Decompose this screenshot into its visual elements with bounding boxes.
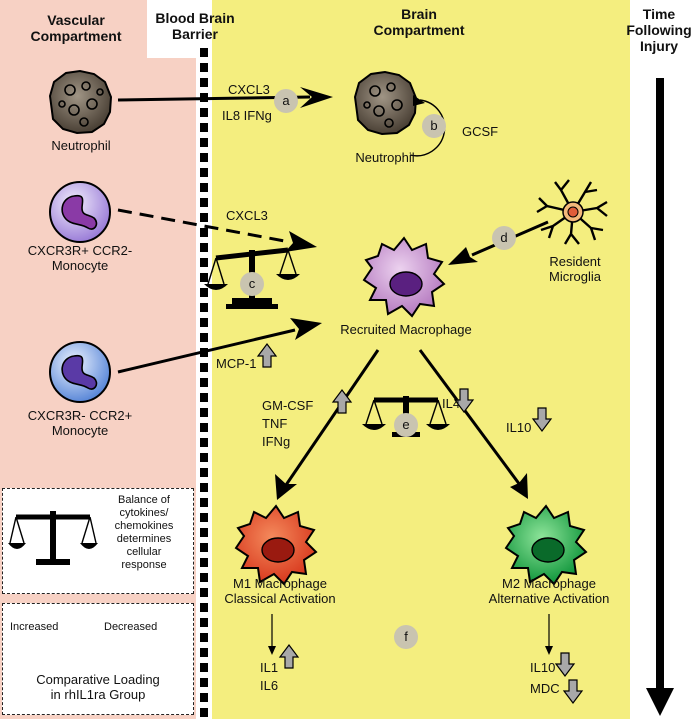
m1-macrophage-label: M1 Macrophage Classical Activation xyxy=(224,576,336,606)
arrow-monocyte2-to-macrophage xyxy=(117,328,296,374)
blood-brain-barrier-header: Blood Brain Barrier xyxy=(155,10,235,42)
recruited-macrophage-icon xyxy=(362,236,446,318)
m2-macrophage-label: M2 Macrophage Alternative Activation xyxy=(488,576,610,606)
marker-d-label: d xyxy=(500,230,508,245)
marker-e-circle xyxy=(394,413,418,437)
m2-macrophage-icon xyxy=(504,504,588,586)
legend-balance-text: Balance of cytokines/ chemokines determi… xyxy=(114,494,174,571)
up-arrow-gmcsf xyxy=(331,389,353,414)
legend-loading-label: Comparative Loading in rhIL1ra Group xyxy=(36,672,160,702)
gmcsf-label: GM-CSF xyxy=(262,398,314,413)
arrow-monocyte1-dashed xyxy=(117,208,291,244)
arrow-m2-output-head xyxy=(545,646,553,655)
marker-d-circle xyxy=(492,226,516,250)
arrow-monocyte2-head xyxy=(290,318,322,340)
vascular-header-bg xyxy=(0,0,147,58)
neutrophil-brain-icon xyxy=(353,70,418,136)
cxcl3-mid-label: CXCL3 xyxy=(226,208,268,223)
down-arrow-il10-bottom xyxy=(554,652,576,677)
legend-balance-box xyxy=(2,488,194,594)
marker-e-label: e xyxy=(402,417,410,432)
arrow-to-m1 xyxy=(284,349,380,486)
down-arrow-il4 xyxy=(453,388,475,413)
gcsf-label: GCSF xyxy=(462,124,499,139)
monocyte2-icon xyxy=(49,341,111,403)
mdc-label: MDC xyxy=(530,681,560,696)
il8-ifng-label: IL8 IFNg xyxy=(222,108,272,123)
legend-arrows-box xyxy=(2,603,194,715)
arrow-monocyte1-head xyxy=(285,231,317,252)
vascular-compartment-header: Vascular Compartment xyxy=(30,12,122,44)
arrow-m1-output-head xyxy=(268,646,276,655)
recruited-macrophage-label: Recruited Macrophage xyxy=(340,322,472,337)
legend-balance-scale-icon xyxy=(8,511,98,565)
il10-bottom-label: IL10 xyxy=(530,660,556,675)
marker-c-label: c xyxy=(248,276,256,291)
marker-a-label: a xyxy=(282,93,290,108)
neutrophil-vascular-label: Neutrophil xyxy=(51,138,111,153)
marker-b-circle xyxy=(422,114,446,138)
marker-f-label: f xyxy=(404,629,408,644)
monocyte1-icon xyxy=(49,181,111,243)
down-arrow-il10 xyxy=(531,407,553,432)
time-following-injury-header: Time Following Injury xyxy=(626,6,692,54)
mcp1-label: MCP-1 xyxy=(216,356,257,371)
microglia-icon xyxy=(536,179,608,245)
m1-macrophage-icon xyxy=(234,504,318,586)
monocyte1-label: CXCR3R+ CCR2- Monocyte xyxy=(27,243,133,273)
neutrophil-vascular-icon xyxy=(48,69,113,135)
down-arrow-mdc xyxy=(562,679,584,704)
cxcl3-top-label: CXCL3 xyxy=(228,82,270,97)
il4-label: IL4 xyxy=(442,396,461,411)
gcsf-loop-head xyxy=(413,95,425,106)
marker-a-circle xyxy=(274,89,298,113)
up-arrow-mcp1 xyxy=(256,343,278,368)
marker-f-circle xyxy=(394,625,418,649)
time-arrow-head xyxy=(646,688,674,716)
marker-c-circle xyxy=(240,272,264,296)
arrow-neutrophil-head xyxy=(300,87,333,108)
brain-compartment-header: Brain Compartment xyxy=(373,6,465,38)
legend-increased-label: Increased xyxy=(10,621,59,633)
il1-label: IL1 xyxy=(260,660,279,675)
ifng-label: IFNg xyxy=(262,434,291,449)
marker-b-label: b xyxy=(430,118,438,133)
monocyte2-label: CXCR3R- CCR2+ Monocyte xyxy=(27,408,133,438)
arrow-m1-head xyxy=(275,474,297,500)
tnf-label: TNF xyxy=(262,416,288,431)
brain-compartment-bg xyxy=(212,0,630,719)
up-arrow-il1 xyxy=(278,644,300,669)
il10-mid-label: IL10 xyxy=(506,420,532,435)
legend-decreased-label: Decreased xyxy=(104,621,158,633)
il6-label: IL6 xyxy=(260,678,279,693)
arrow-m2-head xyxy=(510,473,528,499)
microglia-label: Resident Microglia xyxy=(548,254,601,284)
arrow-to-m2 xyxy=(418,349,522,486)
gcsf-loop-arrow xyxy=(409,99,446,157)
neutrophil-brain-label: Neutrophil xyxy=(355,150,415,165)
arrow-microglia-head xyxy=(448,247,478,265)
